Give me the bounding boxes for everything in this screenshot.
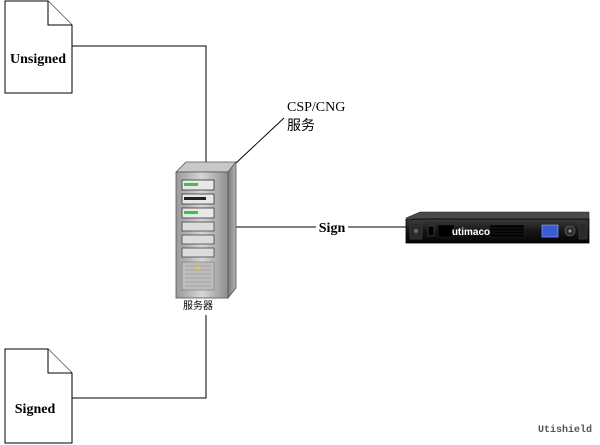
hsm-brand-logo: utimaco [452,227,490,238]
unsigned-to-server-line [72,45,207,162]
signed-document-icon: Signed [4,348,73,444]
signed-to-server-line [72,315,207,399]
unsigned-label: Unsigned [10,52,66,67]
server-label: 服务器 [183,299,213,312]
connectors [72,45,412,399]
unsigned-document-icon: Unsigned [4,0,73,94]
signed-label: Signed [15,402,56,417]
watermark: Utishield [538,424,592,436]
server-icon [175,160,237,300]
service-callout-line [235,117,285,164]
service-note-line2: 服务 [287,118,315,134]
hsm-appliance-icon [405,211,590,244]
sign-label: Sign [319,221,346,236]
service-note-line1: CSP/CNG [287,100,345,115]
